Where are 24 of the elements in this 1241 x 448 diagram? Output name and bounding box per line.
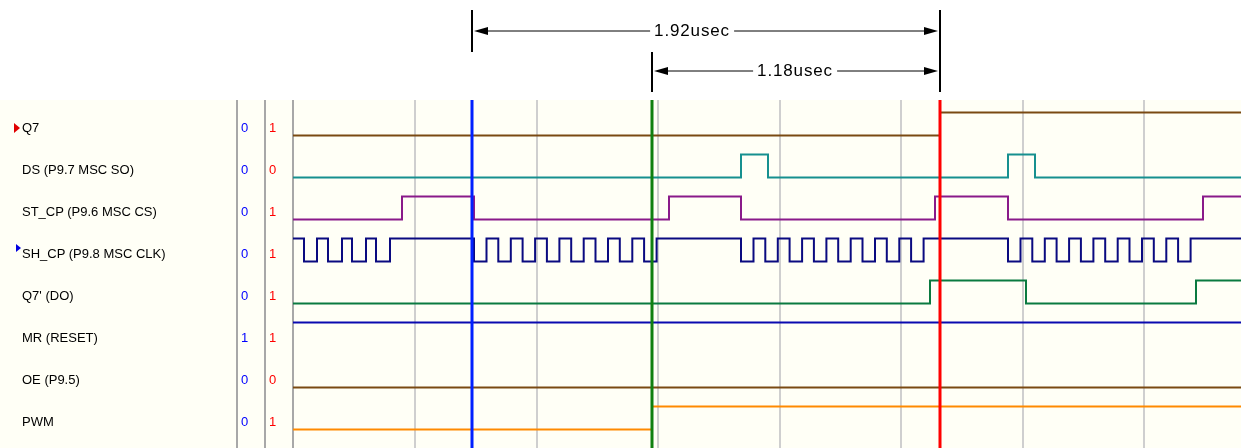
signal-value: 1 (269, 414, 277, 430)
signal-value: 0 (241, 120, 249, 136)
signal-name: OE (P9.5) (22, 372, 80, 388)
signal-name: Q7' (DO) (22, 288, 74, 304)
signal-value: 0 (269, 162, 277, 178)
signal-value: 1 (241, 330, 249, 346)
signal-name: SH_CP (P9.8 MSC CLK) (22, 246, 166, 262)
signal-name: PWM (22, 414, 54, 430)
signal-value: 0 (241, 204, 249, 220)
signal-value: 1 (269, 204, 277, 220)
signal-value: 0 (241, 414, 249, 430)
signal-value: 0 (241, 162, 249, 178)
signal-name: Q7 (22, 120, 40, 136)
signal-name: ST_CP (P9.6 MSC CS) (22, 204, 157, 220)
signal-value: 1 (269, 120, 277, 136)
signal-value: 1 (269, 246, 277, 262)
signal-value: 0 (241, 246, 249, 262)
signal-value: 0 (241, 372, 249, 388)
signal-value: 0 (241, 288, 249, 304)
signal-name: DS (P9.7 MSC SO) (22, 162, 134, 178)
signal-value: 1 (269, 330, 277, 346)
signal-value: 1 (269, 288, 277, 304)
signal-name: MR (RESET) (22, 330, 98, 346)
signal-value: 0 (269, 372, 277, 388)
